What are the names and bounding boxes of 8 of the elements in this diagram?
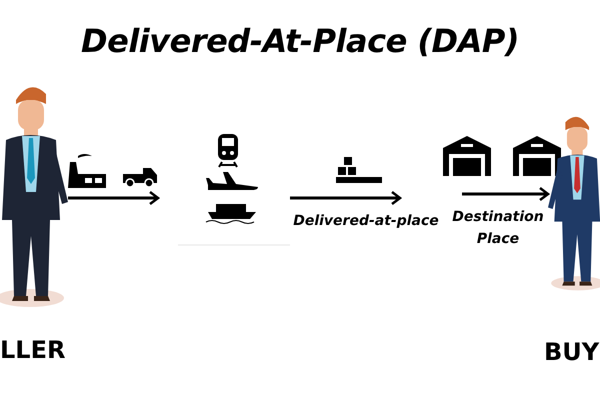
role-label: BUY — [544, 338, 600, 366]
edge-label: Delivered-at-place — [292, 212, 440, 231]
arrow — [290, 190, 402, 206]
arrow — [68, 190, 160, 206]
diagram-title: Delivered-At-Place (DAP) — [80, 22, 520, 60]
role-label: LLER — [0, 336, 66, 364]
arrow — [462, 186, 550, 202]
edge-label: Destination Place — [451, 208, 545, 250]
